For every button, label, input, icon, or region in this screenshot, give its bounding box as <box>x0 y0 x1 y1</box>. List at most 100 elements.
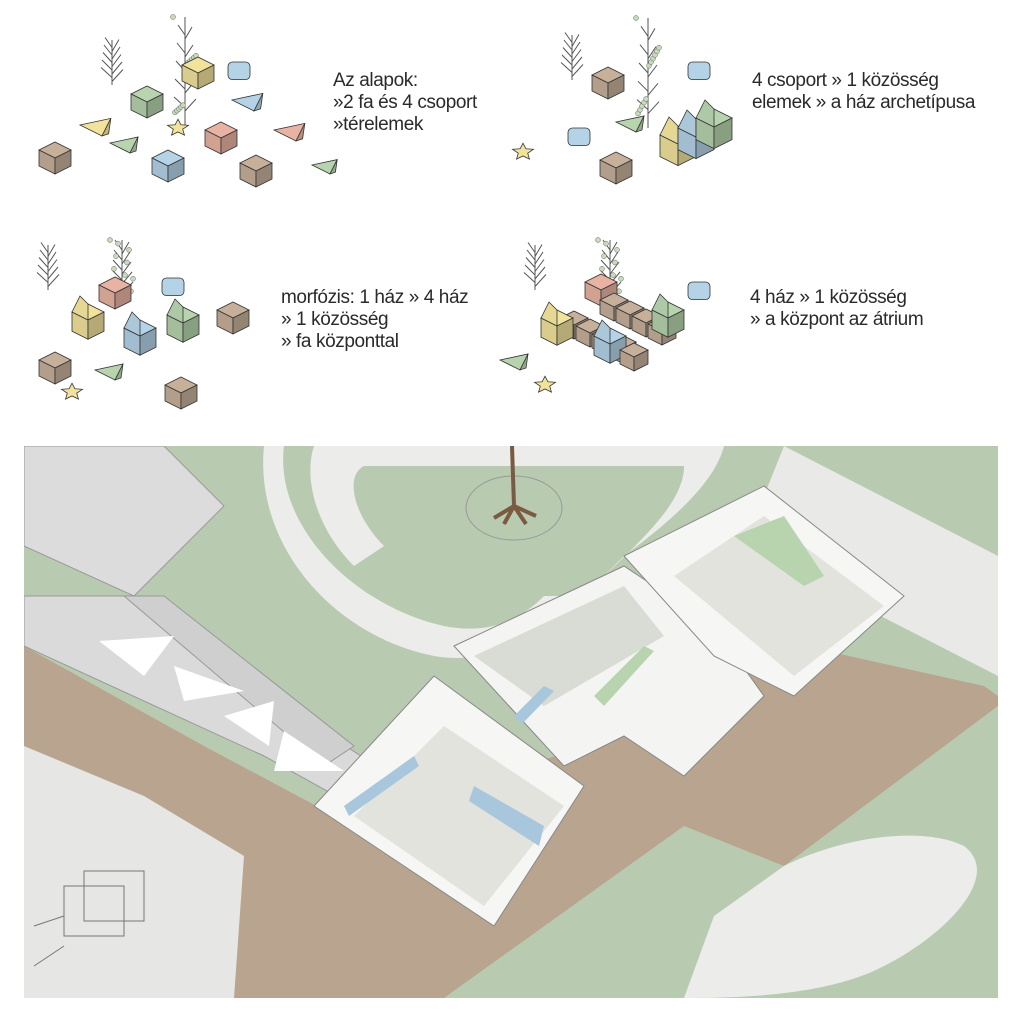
leaf <box>643 96 649 102</box>
house-gable <box>593 319 611 345</box>
caption-archetype: 4 csoport » 1 közösség elemek » a ház ar… <box>752 70 975 114</box>
playground-structure <box>33 870 145 967</box>
curved-path <box>263 446 584 658</box>
star-block <box>533 375 557 393</box>
block-side <box>87 311 105 340</box>
lower-left-path <box>24 746 244 998</box>
leaf <box>180 102 186 108</box>
prism-side <box>295 123 306 142</box>
tree-trunk <box>492 446 537 526</box>
house-gable <box>540 301 558 327</box>
caption-morphosis: morfózis: 1 ház » 4 ház » 1 közösség » f… <box>281 287 469 353</box>
block-side <box>255 162 273 188</box>
caption-line: morfózis: 1 ház » 4 ház <box>281 287 469 308</box>
axonometric-drawing <box>24 446 998 998</box>
caption-foundations: Az alapok: »2 fa és 4 csoport »térelemek <box>333 70 477 136</box>
block-side <box>232 309 250 335</box>
caption-atrium: 4 ház » 1 közösség » a központ az átrium <box>750 287 924 331</box>
block-side <box>556 317 574 346</box>
block-side <box>114 284 132 310</box>
prism-side <box>329 159 338 175</box>
blue-cabinets-2 <box>469 786 544 846</box>
block-side <box>220 129 238 155</box>
sail-4 <box>274 731 344 771</box>
star-block <box>511 142 535 160</box>
curved-path-right <box>310 446 724 596</box>
blue-cabinets <box>344 756 419 816</box>
lower-right-path <box>684 835 977 998</box>
block-side <box>197 64 215 90</box>
block-side <box>633 349 649 372</box>
leaf <box>595 237 601 243</box>
bare-tree-icon <box>36 242 60 290</box>
house-right-floor <box>674 516 884 676</box>
sail-1 <box>99 636 174 676</box>
leaf <box>599 266 605 272</box>
caption-line: »térelemek <box>333 114 423 135</box>
house-gable <box>695 99 715 128</box>
house-gable <box>166 298 184 324</box>
block-side <box>54 149 72 175</box>
block-side <box>182 314 200 343</box>
house-gable <box>71 295 89 321</box>
caption-line: » fa központtal <box>281 331 399 352</box>
block-side <box>180 384 198 410</box>
leaf <box>115 240 121 247</box>
octagon-block <box>227 61 251 81</box>
leaf <box>601 253 607 259</box>
house-gable <box>659 116 679 145</box>
right-walkway <box>744 446 998 676</box>
block-side <box>139 327 157 356</box>
block-side <box>667 309 685 338</box>
caption-line: » 1 közösség <box>281 309 389 330</box>
caption-line: » a központ az átrium <box>750 309 924 330</box>
octagon-block <box>161 277 185 297</box>
star-block <box>166 118 190 136</box>
prism-side <box>114 363 124 381</box>
leaf <box>113 253 119 259</box>
prism-side <box>253 93 264 112</box>
caption-line: Az alapok: <box>333 70 418 91</box>
leaf <box>618 275 624 282</box>
concept-diagrams <box>36 14 733 410</box>
leaf <box>170 14 176 20</box>
caption-line: 4 ház » 1 közösség <box>750 287 907 308</box>
leaf <box>126 247 132 253</box>
bare-tree-icon <box>523 242 547 290</box>
leaf <box>656 44 662 51</box>
leaf <box>124 259 130 266</box>
block-side <box>167 157 185 183</box>
leaf <box>603 240 609 247</box>
green-counter <box>594 646 654 706</box>
octagon-block <box>687 281 711 301</box>
octagon-block <box>567 127 591 147</box>
block-side <box>607 74 625 100</box>
house-gable <box>123 311 141 337</box>
leaf <box>614 247 620 253</box>
sail-3 <box>224 701 274 746</box>
roof-building-left <box>24 446 225 597</box>
prism-side <box>101 118 112 137</box>
house-gable <box>651 293 669 319</box>
star-block <box>60 382 84 400</box>
axonometric-plan <box>24 446 998 998</box>
caption-line: »2 fa és 4 csoport <box>333 92 477 113</box>
caption-line: elemek » a ház archetípusa <box>752 92 976 113</box>
leaf <box>633 15 639 21</box>
bare-tree-icon <box>560 32 584 80</box>
green-cabinets <box>734 516 824 586</box>
leaf <box>612 259 618 266</box>
leaf <box>107 237 113 243</box>
leaf <box>111 266 117 272</box>
block-side <box>615 159 633 185</box>
octagon-block <box>687 61 711 81</box>
leaf <box>610 272 616 278</box>
bare-tree-icon <box>100 37 124 85</box>
block-side <box>54 359 72 385</box>
caption-line: 4 csoport » 1 közösség <box>752 70 939 91</box>
blue-counter <box>514 686 554 724</box>
leaf <box>122 272 128 278</box>
leaf <box>130 275 136 282</box>
block-side <box>713 117 733 150</box>
atrium-floor <box>474 586 664 706</box>
